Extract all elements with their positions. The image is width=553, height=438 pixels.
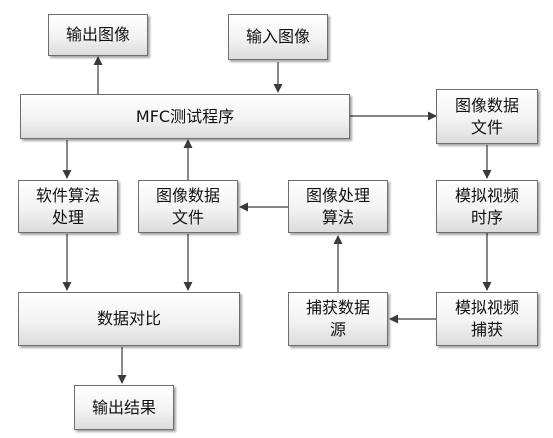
image-algo-label: 图像处理 算法	[305, 185, 370, 227]
output-image-label: 输出图像	[65, 25, 130, 44]
analog-timing-box: 模拟视频 时序	[436, 180, 538, 233]
capture-source-box: 捕获数据 源	[288, 292, 388, 346]
mfc-program-box: MFC测试程序	[20, 94, 350, 139]
output-image-box: 输出图像	[48, 14, 148, 56]
image-file-mid-box: 图像数据 文件	[138, 180, 238, 233]
capture-source-label: 捕获数据 源	[305, 298, 370, 339]
software-algo-label: 软件算法 处理	[35, 185, 100, 227]
output-result-label: 输出结果	[91, 397, 156, 417]
analog-capture-label: 模拟视频 捕获	[454, 298, 519, 339]
input-image-label: 输入图像	[245, 27, 310, 46]
analog-capture-box: 模拟视频 捕获	[436, 292, 538, 346]
analog-timing-label: 模拟视频 时序	[454, 185, 519, 227]
image-file-top-label: 图像数据 文件	[454, 95, 519, 137]
image-file-mid-label: 图像数据 文件	[155, 185, 220, 227]
image-algo-box: 图像处理 算法	[288, 180, 388, 233]
image-file-top-box: 图像数据 文件	[436, 89, 538, 144]
output-result-box: 输出结果	[74, 385, 174, 430]
data-compare-box: 数据对比	[18, 292, 240, 346]
data-compare-label: 数据对比	[96, 309, 161, 328]
input-image-box: 输入图像	[228, 14, 328, 60]
software-algo-box: 软件算法 处理	[18, 180, 118, 233]
mfc-program-label: MFC测试程序	[135, 106, 235, 126]
